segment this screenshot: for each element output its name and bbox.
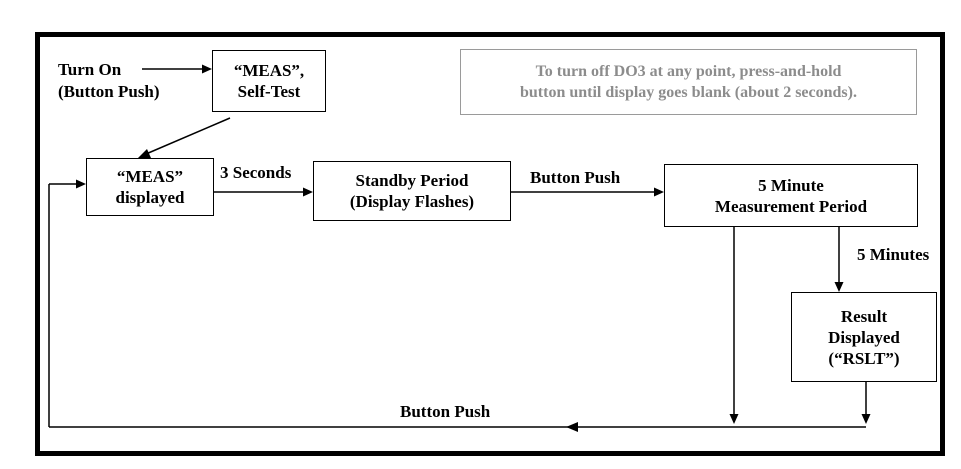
- three-seconds-label: 3 Seconds: [220, 163, 292, 182]
- turn-off-note-line1: To turn off DO3 at any point, press-and-…: [535, 63, 842, 80]
- diagram-frame: [35, 32, 945, 456]
- self-test-box-line1: “MEAS”,: [233, 61, 305, 80]
- meas-to-standby-arrowhead: [303, 187, 313, 197]
- measurement-to-result-arrowhead: [834, 282, 844, 292]
- standby-period-box: Standby Period (Display Flashes): [313, 161, 511, 221]
- turn-on-arrowhead: [202, 64, 212, 74]
- meas-displayed-box-line2: displayed: [115, 188, 185, 207]
- measurement-period-box-line2: Measurement Period: [714, 196, 868, 216]
- result-displayed-box: Result Displayed (“RSLT”): [791, 292, 937, 382]
- turn-on-label-line1: Turn On: [58, 60, 122, 79]
- measurement-drop-arrowhead: [729, 414, 739, 424]
- five-minutes-label: 5 Minutes: [857, 245, 930, 264]
- bottom-return-arrowhead: [566, 422, 578, 432]
- left-return-to-meas-arrowhead: [76, 179, 86, 189]
- result-displayed-box-line3: (“RSLT”): [828, 348, 900, 368]
- measurement-period-box-line1: 5 Minute: [758, 175, 824, 195]
- result-drop-arrowhead: [861, 414, 871, 424]
- button-push-bottom-label: Button Push: [400, 402, 491, 421]
- self-test-to-meas-arrowhead: [138, 149, 151, 158]
- standby-period-box-line1: Standby Period: [355, 171, 469, 190]
- turn-on-label-line2: (Button Push): [58, 82, 160, 101]
- meas-displayed-box: “MEAS” displayed: [86, 158, 214, 216]
- standby-to-measurement-arrowhead: [654, 187, 664, 197]
- turn-on-label: Turn On (Button Push): [58, 60, 160, 102]
- self-test-to-meas-arrow-line: [145, 117, 231, 155]
- turn-off-note-line2: button until display goes blank (about 2…: [520, 84, 857, 101]
- turn-off-note: To turn off DO3 at any point, press-and-…: [460, 49, 917, 115]
- result-displayed-box-line2: Displayed: [828, 327, 900, 347]
- self-test-box: “MEAS”, Self-Test: [212, 50, 326, 112]
- standby-period-box-line2: (Display Flashes): [349, 192, 475, 211]
- button-push-top-label: Button Push: [530, 168, 621, 187]
- result-displayed-box-line1: Result: [840, 306, 888, 326]
- measurement-period-box: 5 Minute Measurement Period: [664, 164, 918, 227]
- self-test-box-line2: Self-Test: [237, 82, 301, 101]
- meas-displayed-box-line1: “MEAS”: [116, 167, 184, 186]
